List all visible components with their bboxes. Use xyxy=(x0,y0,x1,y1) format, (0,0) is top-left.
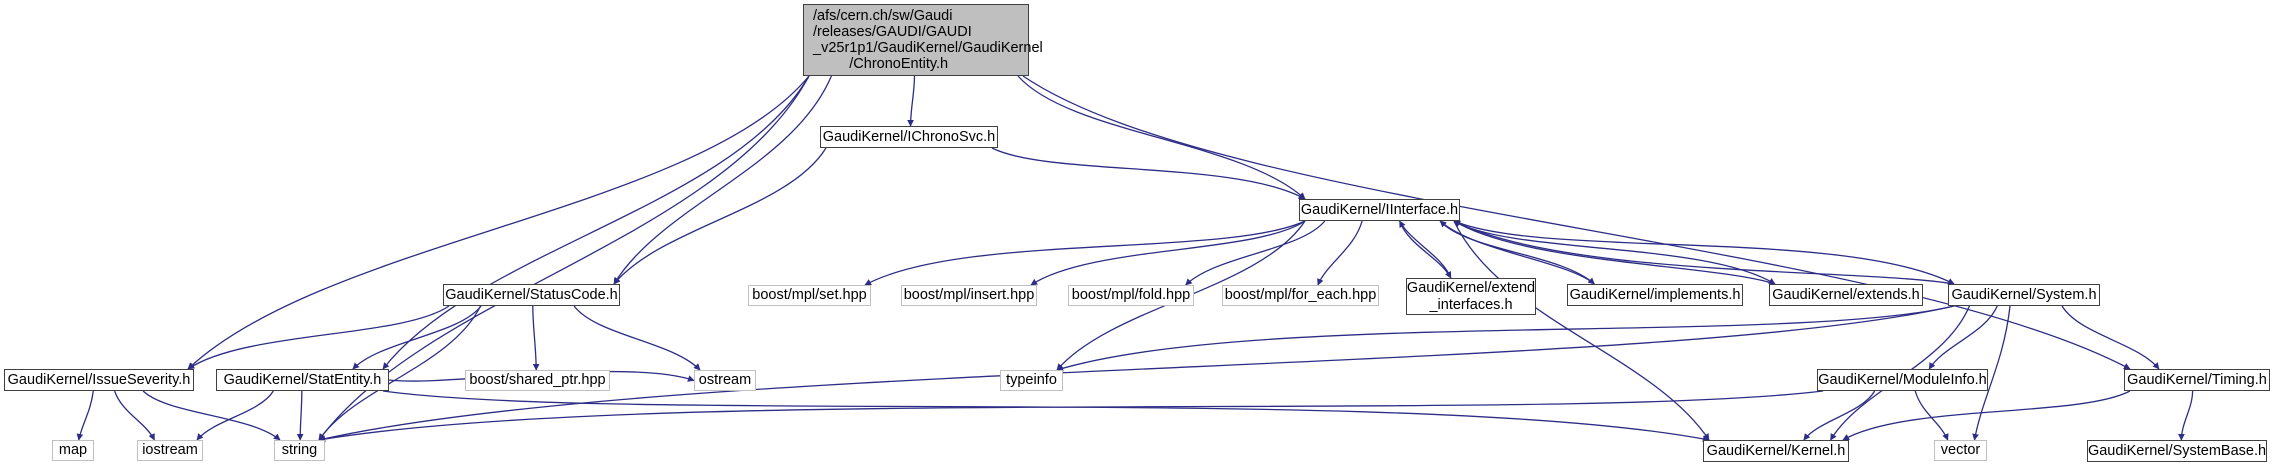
graph-edge-ichronosvc-to-iinterface xyxy=(991,147,1306,200)
graph-node-implements[interactable]: GaudiKernel/implements.h xyxy=(1567,284,1743,306)
graph-node-extendint[interactable]: GaudiKernel/extend _interfaces.h xyxy=(1406,278,1536,315)
graph-node-label: boost/mpl/insert.hpp xyxy=(903,287,1035,304)
graph-node-label: GaudiKernel/SystemBase.h xyxy=(2087,442,2267,459)
graph-edge-issuesev-to-iostream xyxy=(114,390,155,441)
graph-node-label: GaudiKernel/System.h xyxy=(1951,286,2097,303)
graph-node-label: map xyxy=(58,442,88,459)
graph-edge-system-to-typeinfo xyxy=(1056,305,1955,372)
graph-edge-statuscode-to-string xyxy=(318,305,482,441)
graph-node-label: boost/mpl/for_each.hpp xyxy=(1224,287,1377,304)
graph-edge-moduleinfo-to-vector xyxy=(1914,390,1949,441)
graph-node-label: GaudiKernel/Kernel.h xyxy=(1706,442,1846,459)
graph-edge-timing-to-kernel xyxy=(1842,390,2131,441)
graph-node-statentity[interactable]: GaudiKernel/StatEntity.h xyxy=(216,369,389,391)
graph-edge-issuesev-to-string xyxy=(142,390,281,441)
graph-node-issuesev[interactable]: GaudiKernel/IssueSeverity.h xyxy=(4,369,194,391)
graph-edge-statentity-to-kernel xyxy=(382,390,1710,443)
graph-edge-iinterface-to-mplfold xyxy=(1185,220,1326,286)
graph-node-label: GaudiKernel/StatusCode.h xyxy=(445,286,618,303)
graph-edge-moduleinfo-to-kernel xyxy=(1803,390,1876,441)
graph-edge-statuscode-to-ostream xyxy=(573,305,701,371)
graph-node-label: boost/shared_ptr.hpp xyxy=(469,372,606,389)
graph-node-extends[interactable]: GaudiKernel/extends.h xyxy=(1769,284,1923,306)
graph-edge-root-to-ichronosvc xyxy=(907,75,916,127)
graph-node-systembase[interactable]: GaudiKernel/SystemBase.h xyxy=(2087,440,2267,462)
graph-node-timing[interactable]: GaudiKernel/Timing.h xyxy=(2124,369,2270,391)
graph-node-label: GaudiKernel/extend _interfaces.h xyxy=(1406,280,1536,313)
graph-node-label: GaudiKernel/IInterface.h xyxy=(1300,201,1459,218)
graph-node-iostream[interactable]: iostream xyxy=(137,440,203,461)
graph-node-mplfold[interactable]: boost/mpl/fold.hpp xyxy=(1068,285,1194,306)
graph-node-typeinfo[interactable]: typeinfo xyxy=(1000,370,1063,391)
graph-node-moduleinfo[interactable]: GaudiKernel/ModuleInfo.h xyxy=(1817,369,1988,391)
graph-node-label: vector xyxy=(1940,442,1981,459)
graph-node-label: GaudiKernel/IChronoSvc.h xyxy=(822,128,996,145)
graph-edge-statuscode-to-statentity xyxy=(352,305,482,370)
graph-edge-iinterface-to-kernel xyxy=(1453,220,1710,441)
graph-node-sharedptr[interactable]: boost/shared_ptr.hpp xyxy=(465,370,610,391)
graph-edge-iinterface-to-extendint xyxy=(1399,220,1452,279)
graph-edge-statuscode-to-issuesev xyxy=(187,305,450,370)
graph-edge-iinterface-to-mplforeach xyxy=(1317,220,1363,286)
graph-node-mplset[interactable]: boost/mpl/set.hpp xyxy=(748,285,871,306)
graph-node-label: GaudiKernel/IssueSeverity.h xyxy=(7,371,191,388)
graph-node-label: GaudiKernel/Timing.h xyxy=(2127,371,2267,388)
graph-node-label: /afs/cern.ch/sw/Gaudi /releases/GAUDI/GA… xyxy=(813,7,1043,73)
graph-node-kernel[interactable]: GaudiKernel/Kernel.h xyxy=(1703,440,1849,462)
graph-edge-system-to-timing xyxy=(2061,305,2160,370)
graph-node-label: GaudiKernel/ModuleInfo.h xyxy=(1818,371,1987,388)
graph-edge-system-to-iinterface xyxy=(1453,220,1955,285)
graph-edge-iinterface-to-implements xyxy=(1439,220,1595,285)
graph-node-label: ostream xyxy=(698,372,752,389)
graph-node-ichronosvc[interactable]: GaudiKernel/IChronoSvc.h xyxy=(820,126,998,148)
graph-node-mplinsert[interactable]: boost/mpl/insert.hpp xyxy=(901,285,1037,306)
graph-node-label: typeinfo xyxy=(1006,372,1057,389)
graph-edge-root-to-iinterface xyxy=(1017,75,1306,200)
graph-edge-ichronosvc-to-statuscode xyxy=(613,147,827,285)
graph-node-label: string xyxy=(281,442,318,459)
graph-node-label: boost/mpl/set.hpp xyxy=(752,287,867,304)
graph-edge-statuscode-to-sharedptr xyxy=(532,305,540,371)
graph-edge-extends-to-iinterface xyxy=(1453,220,1776,285)
graph-edge-iinterface-to-mplset xyxy=(864,220,1306,286)
graph-node-root[interactable]: /afs/cern.ch/sw/Gaudi /releases/GAUDI/GA… xyxy=(803,4,1043,76)
graph-node-statuscode[interactable]: GaudiKernel/StatusCode.h xyxy=(443,284,620,306)
graph-edge-system-to-vector xyxy=(1972,305,2011,441)
graph-edge-statentity-to-string xyxy=(296,390,304,441)
graph-node-map[interactable]: map xyxy=(52,440,94,461)
graph-edge-root-to-statentity xyxy=(382,75,810,370)
graph-edge-moduleinfo-to-string xyxy=(318,390,1824,443)
graph-edge-statentity-to-iostream xyxy=(196,390,274,441)
graph-node-label: GaudiKernel/implements.h xyxy=(1569,286,1741,303)
graph-edge-root-to-timing xyxy=(1022,75,2131,370)
graph-edge-root-to-statuscode xyxy=(613,75,833,285)
graph-edge-iinterface-to-system xyxy=(1453,220,1955,285)
graph-edge-iinterface-to-mplinsert xyxy=(1030,220,1306,286)
graph-node-system[interactable]: GaudiKernel/System.h xyxy=(1948,284,2100,306)
graph-node-label: boost/mpl/fold.hpp xyxy=(1071,287,1191,304)
graph-edge-system-to-string xyxy=(318,305,1955,442)
graph-node-ostream[interactable]: ostream xyxy=(694,370,756,391)
graph-node-label: GaudiKernel/extends.h xyxy=(1772,286,1920,303)
graph-node-vector[interactable]: vector xyxy=(1934,440,1987,461)
graph-edge-issuesev-to-map xyxy=(76,390,94,441)
graph-node-label: GaudiKernel/StatEntity.h xyxy=(223,371,382,388)
graph-node-string[interactable]: string xyxy=(274,440,325,461)
graph-edge-timing-to-systembase xyxy=(2178,390,2194,441)
graph-node-mplforeach[interactable]: boost/mpl/for_each.hpp xyxy=(1222,285,1379,306)
graph-edge-implements-to-iinterface xyxy=(1439,220,1595,285)
graph-edge-root-to-issuesev xyxy=(187,75,810,370)
graph-edge-extendint-to-iinterface xyxy=(1399,220,1452,279)
graph-node-label: iostream xyxy=(142,442,198,459)
graph-edge-system-to-moduleinfo xyxy=(1928,305,1998,370)
graph-node-iinterface[interactable]: GaudiKernel/IInterface.h xyxy=(1299,199,1460,221)
